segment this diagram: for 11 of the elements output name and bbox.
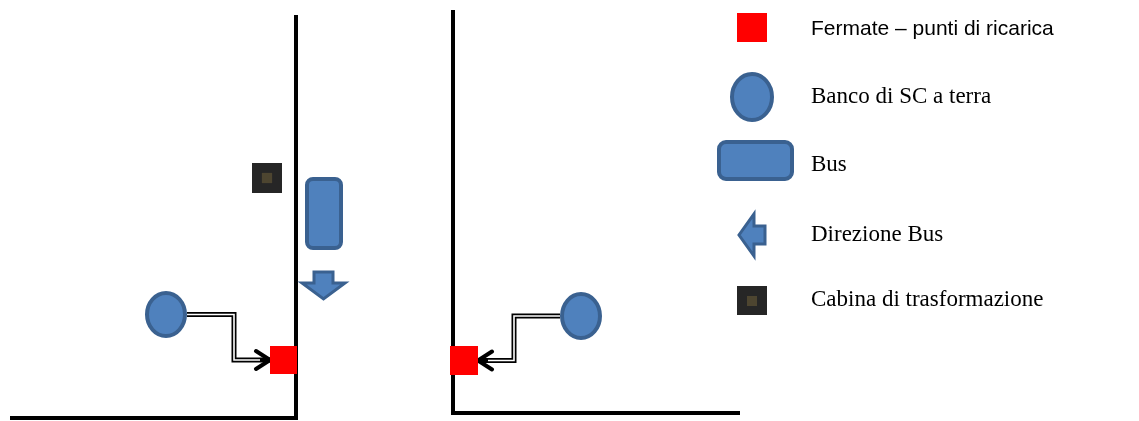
legend-label: Cabina di trasformazione xyxy=(811,286,1044,312)
legend-label: Fermate – punti di ricarica xyxy=(811,16,1054,40)
legend-label: Bus xyxy=(811,151,847,177)
transformer-cabin xyxy=(252,163,282,193)
supercapacitor-bank xyxy=(560,292,602,340)
supercapacitor-bank xyxy=(145,291,187,338)
bus xyxy=(305,177,343,250)
charging-stop xyxy=(270,346,297,374)
legend-label: Direzione Bus xyxy=(811,221,944,247)
charging-stop xyxy=(450,346,478,375)
legend-label: Banco di SC a terra xyxy=(811,83,992,109)
